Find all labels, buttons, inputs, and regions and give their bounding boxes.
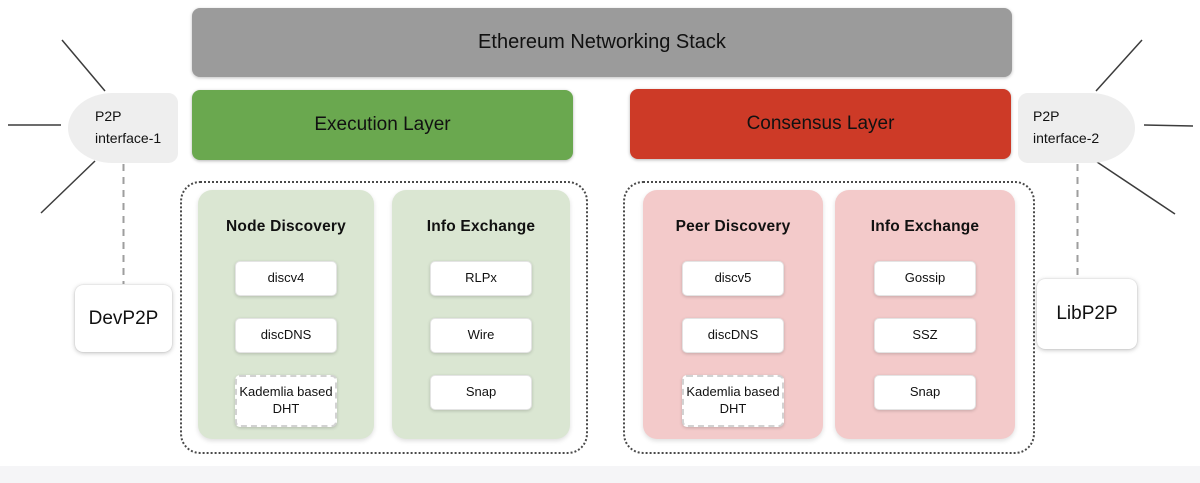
consensus-layer-banner: Consensus Layer	[630, 89, 1011, 159]
antenna-line-right-down	[1096, 161, 1176, 215]
antenna-line-left-down	[40, 160, 96, 214]
info-exchange-execution-chip-list: RLPx Wire Snap	[430, 261, 532, 410]
chip-discdns-consensus: discDNS	[682, 317, 784, 353]
chip-kademlia-dht-consensus: Kademlia based DHT	[682, 374, 784, 427]
info-exchange-consensus-chip-list: Gossip SSZ Snap	[874, 261, 976, 410]
p2p-interface-1-label-line1: P2P	[95, 108, 122, 125]
p2p-interface-2-label-line2: interface-2	[1033, 130, 1100, 146]
panel-title-info-exchange-execution: Info Exchange	[426, 218, 536, 235]
p2p-interface-2-node: P2P interface-2	[1018, 93, 1135, 163]
panel-node-discovery: Node Discovery discv4 discDNS Kademlia b…	[198, 190, 374, 439]
panel-info-exchange-consensus: Info Exchange Gossip SSZ Snap	[835, 190, 1015, 439]
panel-title-peer-discovery: Peer Discovery	[675, 218, 791, 235]
chip-discdns-execution: discDNS	[235, 317, 337, 353]
antenna-line-left-up	[61, 39, 106, 92]
execution-layer-banner: Execution Layer	[192, 90, 573, 160]
libp2p-box: LibP2P	[1037, 279, 1137, 349]
title-banner: Ethereum Networking Stack	[192, 8, 1012, 77]
panel-info-exchange-execution: Info Exchange RLPx Wire Snap	[392, 190, 570, 439]
p2p-interface-2-label-line1: P2P	[1033, 108, 1060, 125]
chip-discv4: discv4	[235, 261, 337, 296]
chip-discv5: discv5	[682, 261, 784, 296]
chip-ssz: SSZ	[874, 317, 976, 353]
page-title: Ethereum Networking Stack	[478, 31, 726, 53]
chip-snap-execution: Snap	[430, 374, 532, 410]
node-discovery-chip-list: discv4 discDNS Kademlia based DHT	[235, 261, 337, 427]
antenna-line-right-up	[1095, 39, 1143, 92]
panel-title-info-exchange-consensus: Info Exchange	[870, 218, 980, 235]
libp2p-label: LibP2P	[1056, 303, 1118, 324]
chip-wire: Wire	[430, 317, 532, 353]
antenna-line-right-horizontal	[1143, 124, 1194, 127]
devp2p-label: DevP2P	[88, 307, 159, 329]
panel-title-node-discovery: Node Discovery	[226, 218, 346, 235]
execution-layer-label: Execution Layer	[314, 114, 451, 135]
chip-snap-consensus: Snap	[874, 374, 976, 410]
chip-rlpx: RLPx	[430, 261, 532, 296]
panel-peer-discovery: Peer Discovery discv5 discDNS Kademlia b…	[643, 190, 823, 439]
page-bottom-strip	[0, 466, 1200, 483]
devp2p-box: DevP2P	[75, 285, 172, 352]
chip-kademlia-dht-execution: Kademlia based DHT	[235, 374, 337, 427]
peer-discovery-chip-list: discv5 discDNS Kademlia based DHT	[682, 261, 784, 427]
consensus-protocols-group: Peer Discovery discv5 discDNS Kademlia b…	[623, 181, 1035, 454]
chip-gossip: Gossip	[874, 261, 976, 296]
execution-protocols-group: Node Discovery discv4 discDNS Kademlia b…	[180, 181, 588, 454]
p2p-interface-1-label-line2: interface-1	[95, 130, 162, 146]
consensus-layer-label: Consensus Layer	[746, 113, 895, 134]
p2p-interface-1-node: P2P interface-1	[68, 93, 178, 163]
